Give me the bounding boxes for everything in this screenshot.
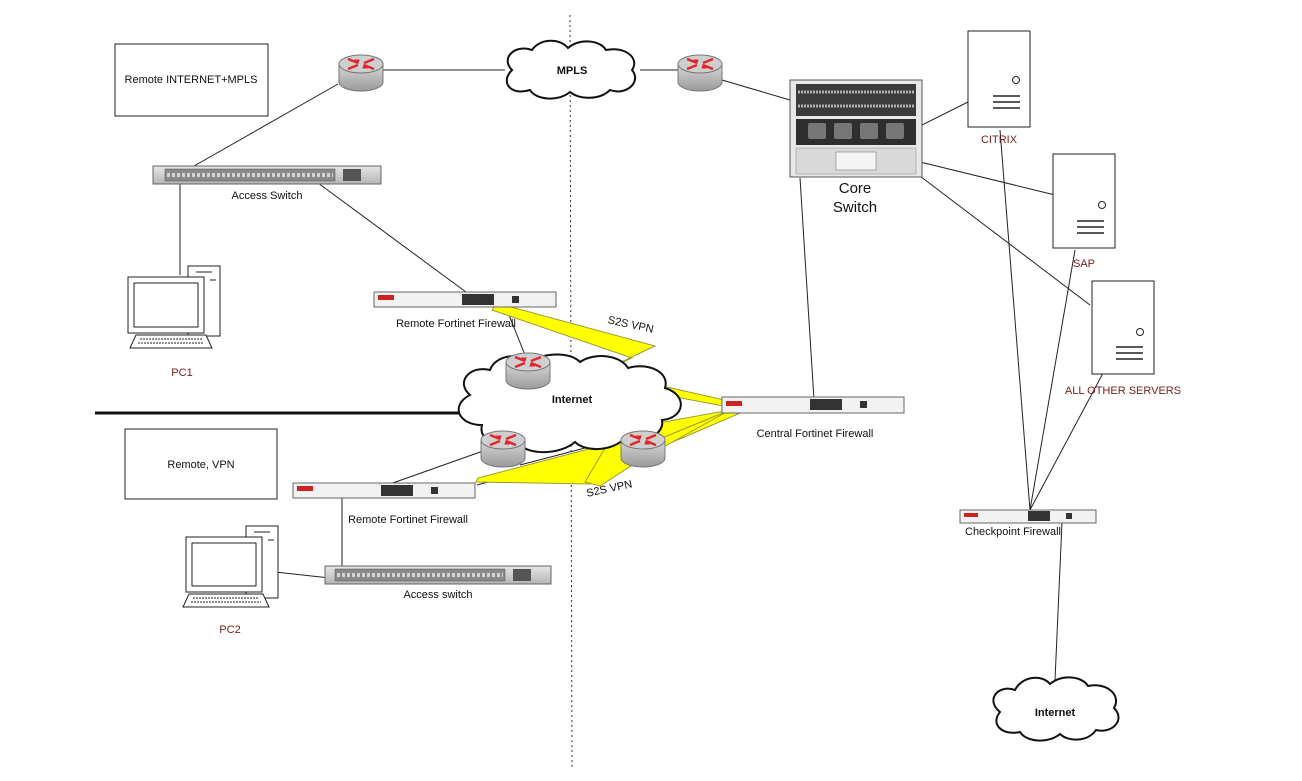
all-other-servers-label: ALL OTHER SERVERS bbox=[1065, 385, 1181, 397]
core-switch-label-line2: Switch bbox=[833, 199, 877, 216]
router-remote-vpn bbox=[479, 429, 527, 469]
citrix-label: CITRIX bbox=[981, 134, 1018, 146]
router-remote-mpls bbox=[337, 53, 385, 93]
pc1: PC1 bbox=[127, 265, 221, 379]
access-switch-top: Access Switch bbox=[152, 165, 382, 202]
router-remote-internet bbox=[504, 351, 552, 391]
remote-fw-top-label: Remote Fortinet Firewall bbox=[396, 318, 516, 330]
remote-fortinet-firewall-top: Remote Fortinet Firewall bbox=[373, 291, 557, 330]
server-citrix: CITRIX bbox=[967, 30, 1031, 146]
core-switch-label-line1: Core bbox=[839, 180, 872, 197]
remote-internet-mpls-box: Remote INTERNET+MPLS bbox=[114, 43, 269, 117]
mpls-label: MPLS bbox=[557, 65, 588, 77]
central-fortinet-firewall: Central Fortinet Firewall bbox=[721, 396, 905, 440]
access-switch-bottom-label: Access switch bbox=[403, 589, 472, 601]
core-switch: Core Switch bbox=[789, 79, 923, 216]
access-switch-top-label: Access Switch bbox=[232, 190, 303, 202]
checkpoint-fw-label: Checkpoint Firewall bbox=[965, 526, 1061, 538]
access-switch-bottom: Access switch bbox=[324, 565, 552, 601]
site-divider bbox=[569, 14, 573, 771]
s2s-vpn-top-label: S2S VPN bbox=[607, 314, 655, 335]
remote-fortinet-firewall-bottom: Remote Fortinet Firewall bbox=[292, 482, 476, 526]
internet-cloud-bottom: Internet bbox=[992, 676, 1120, 742]
router-central-internet bbox=[619, 429, 667, 469]
remote-vpn-label: Remote, VPN bbox=[167, 459, 234, 471]
internet-center-label: Internet bbox=[552, 394, 593, 406]
remote-vpn-box: Remote, VPN bbox=[124, 428, 278, 500]
pc1-label: PC1 bbox=[171, 367, 192, 379]
internet-bottom-label: Internet bbox=[1035, 707, 1076, 719]
server-sap: SAP bbox=[1052, 153, 1116, 270]
central-fw-label: Central Fortinet Firewall bbox=[757, 428, 874, 440]
checkpoint-firewall: Checkpoint Firewall bbox=[959, 509, 1097, 538]
pc2: PC2 bbox=[182, 525, 279, 636]
remote-fw-bottom-label: Remote Fortinet Firewall bbox=[348, 514, 468, 526]
router-central-mpls bbox=[676, 53, 724, 93]
pc2-label: PC2 bbox=[219, 624, 240, 636]
server-all-other: ALL OTHER SERVERS bbox=[1065, 280, 1181, 397]
remote-internet-mpls-label: Remote INTERNET+MPLS bbox=[125, 74, 258, 86]
mpls-cloud: MPLS bbox=[505, 39, 637, 100]
sap-label: SAP bbox=[1073, 258, 1095, 270]
